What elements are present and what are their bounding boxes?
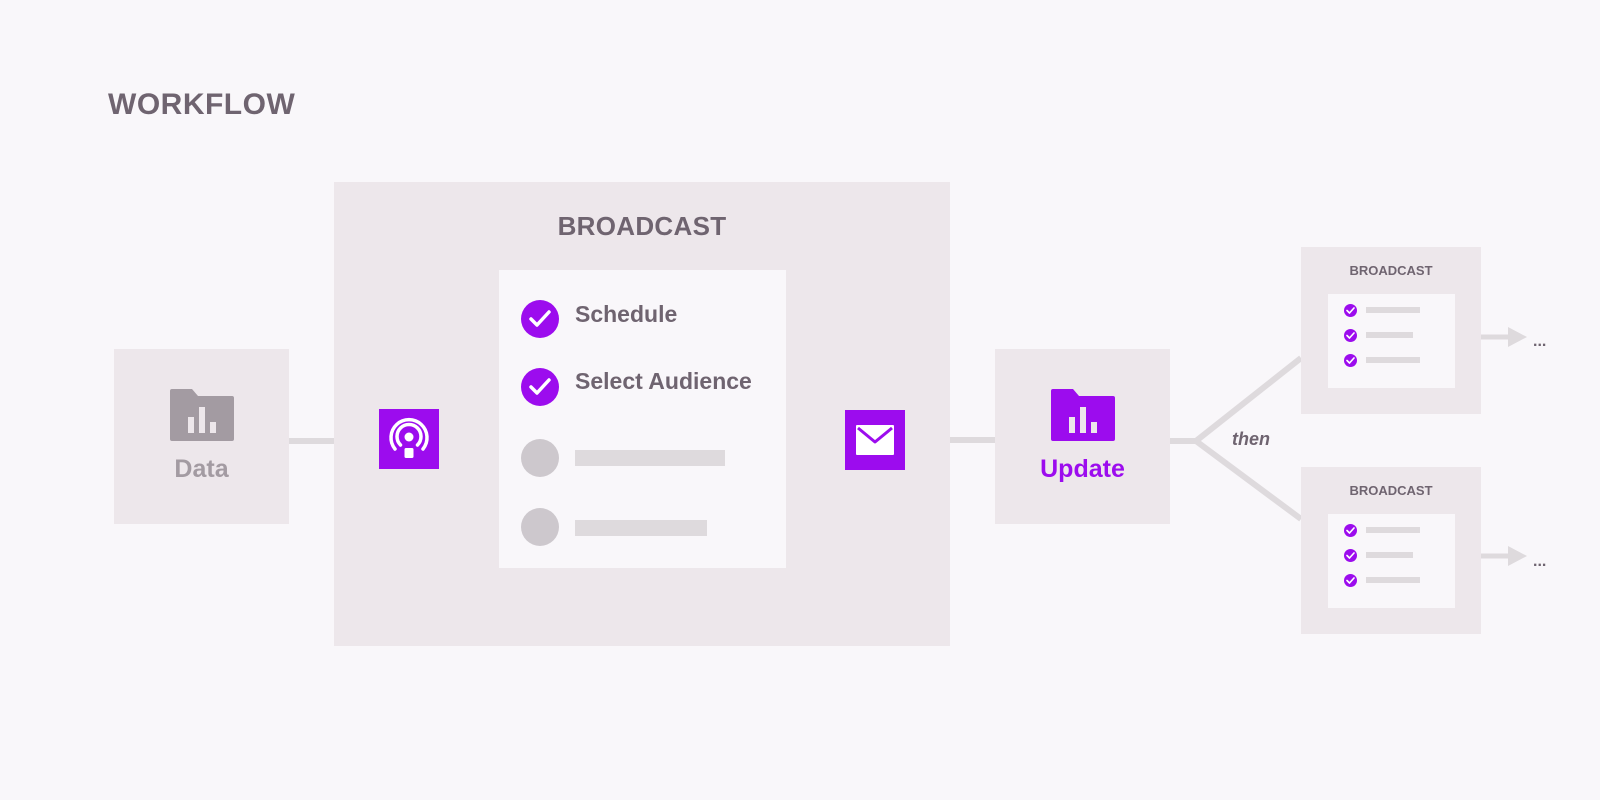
continuation-ellipsis: ... <box>1533 553 1547 570</box>
task-checklist-card: Schedule Select Audience <box>499 270 786 568</box>
arrow-right-icon <box>1481 546 1527 566</box>
podcast-icon-box[interactable] <box>379 409 439 469</box>
task-placeholder-line <box>575 450 725 466</box>
checkmark-icon[interactable] <box>521 300 559 338</box>
next-broadcast-title: BROADCAST <box>1349 263 1433 278</box>
checkmark-icon <box>1344 549 1357 562</box>
checkmark-icon <box>1344 304 1357 317</box>
envelope-icon <box>856 425 894 455</box>
folder-chart-icon <box>170 389 234 441</box>
update-node-label: Update <box>1040 455 1125 483</box>
update-node[interactable]: Update <box>995 349 1170 524</box>
next-broadcast-panel[interactable]: BROADCAST <box>1301 247 1481 414</box>
task-label-schedule: Schedule <box>575 301 678 327</box>
mini-placeholder-line <box>1366 307 1420 313</box>
next-broadcast-title: BROADCAST <box>1349 483 1433 498</box>
data-node[interactable]: Data <box>114 349 289 524</box>
checkmark-icon <box>1344 524 1357 537</box>
checkmark-icon <box>1344 329 1357 342</box>
branch-label: then <box>1232 429 1270 449</box>
mini-placeholder-line <box>1366 332 1413 338</box>
next-broadcast-panel[interactable]: BROADCAST <box>1301 467 1481 634</box>
pending-task-circle[interactable] <box>521 508 559 546</box>
page-title: WORKFLOW <box>108 88 296 121</box>
data-node-label: Data <box>174 455 229 483</box>
checkmark-icon <box>1344 354 1357 367</box>
folder-chart-icon <box>1051 389 1115 441</box>
mini-checklist-card <box>1328 294 1455 388</box>
mini-checklist-card <box>1328 514 1455 608</box>
envelope-icon-box[interactable] <box>845 410 905 470</box>
pending-task-circle[interactable] <box>521 439 559 477</box>
checkmark-icon[interactable] <box>521 368 559 406</box>
mini-placeholder-line <box>1366 357 1420 363</box>
arrow-right-icon <box>1481 327 1527 347</box>
task-placeholder-line <box>575 520 707 536</box>
mini-placeholder-line <box>1366 577 1420 583</box>
branch-line-upper <box>1194 355 1303 444</box>
checkmark-icon <box>1344 574 1357 587</box>
broadcast-title: BROADCAST <box>557 211 727 241</box>
mini-placeholder-line <box>1366 527 1420 533</box>
mini-placeholder-line <box>1366 552 1413 558</box>
podcast-icon <box>389 418 429 458</box>
continuation-ellipsis: ... <box>1533 333 1547 350</box>
task-label-select-audience: Select Audience <box>575 368 752 394</box>
branch-line-lower <box>1194 438 1303 522</box>
